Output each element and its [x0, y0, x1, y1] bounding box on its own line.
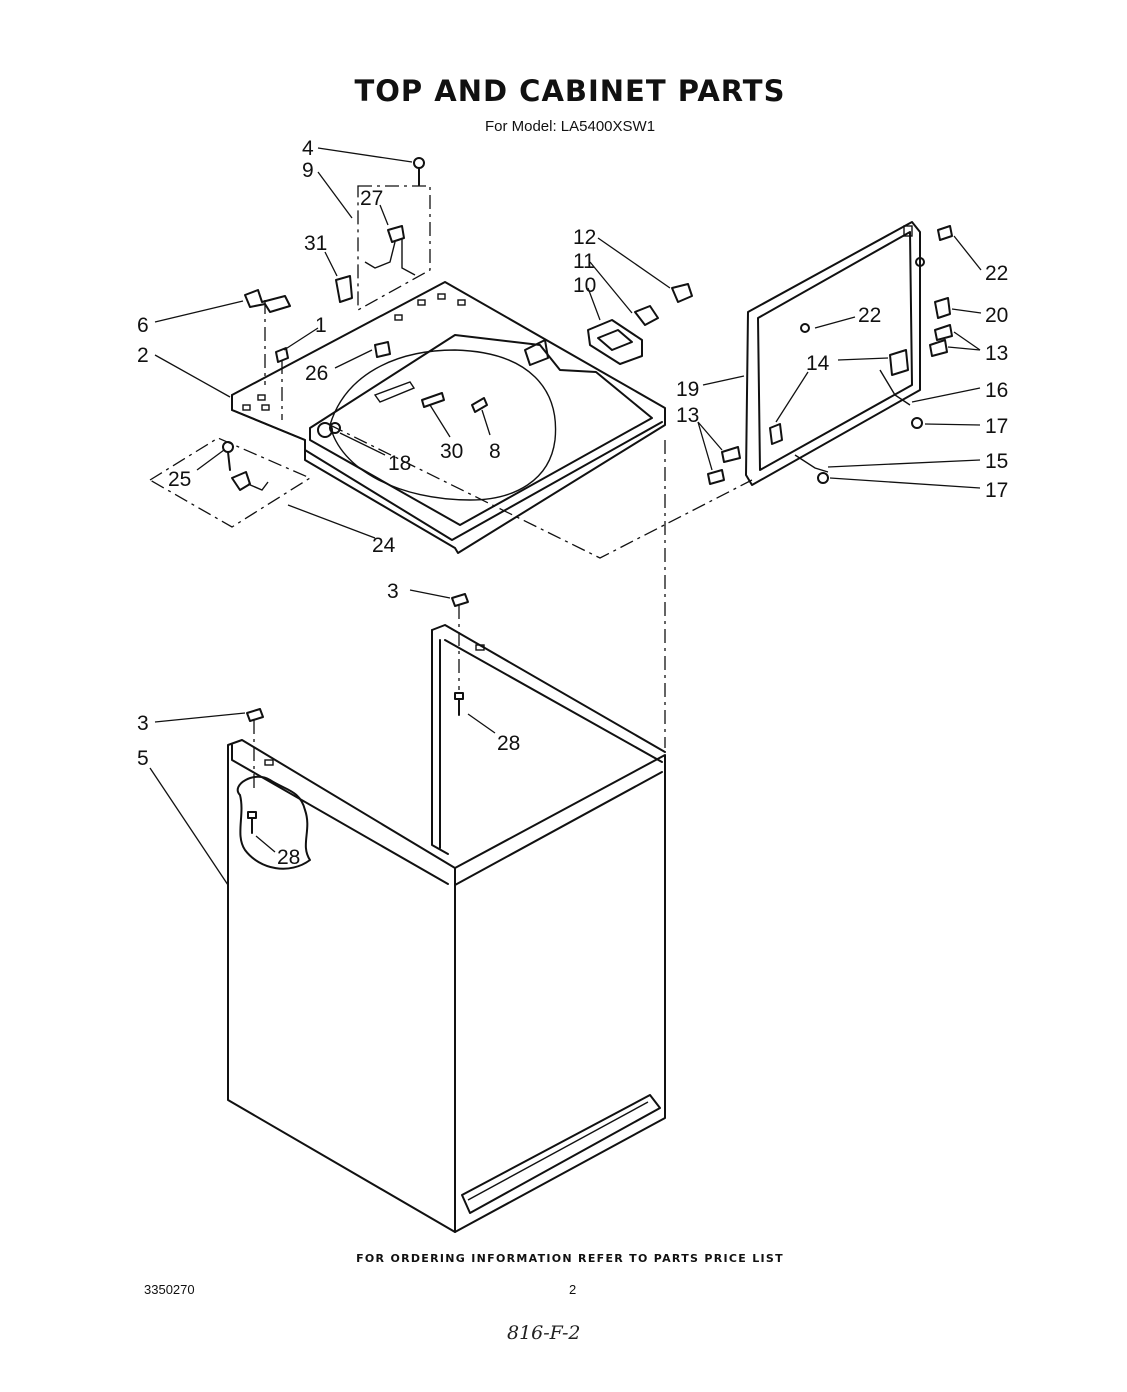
callout-1: 1 — [315, 314, 327, 337]
callout-11: 11 — [573, 250, 595, 273]
page-title: TOP AND CABINET PARTS — [354, 74, 786, 108]
wire-harness — [364, 225, 416, 276]
grommet-26 — [374, 341, 391, 358]
callout-31: 31 — [304, 232, 327, 255]
page-number: 2 — [569, 1282, 577, 1297]
callout-22-mid: 22 — [858, 304, 881, 327]
callout-19: 19 — [676, 378, 699, 401]
callout-16: 16 — [985, 379, 1008, 402]
clip-1 — [275, 347, 289, 363]
callout-12: 12 — [573, 226, 596, 249]
callout-14: 14 — [806, 352, 830, 375]
lid — [745, 221, 925, 486]
callout-27: 27 — [360, 187, 383, 210]
callout-30: 30 — [440, 440, 463, 463]
screw-4 — [413, 157, 425, 186]
callout-28-upper: 28 — [497, 732, 520, 755]
callout-3-upper: 3 — [387, 580, 399, 603]
callout-8: 8 — [489, 440, 501, 463]
callout-2: 2 — [137, 344, 149, 367]
callout-13-left: 13 — [676, 404, 699, 427]
lid-switch-25 — [222, 441, 269, 491]
screw-8 — [471, 397, 488, 413]
leader-lines — [149, 147, 982, 886]
cabinet-fasteners — [246, 593, 469, 834]
callout-25: 25 — [168, 468, 191, 491]
callout-20: 20 — [985, 304, 1008, 327]
bleach-cap-30 — [421, 392, 445, 408]
callout-6: 6 — [137, 314, 149, 337]
top-panel — [231, 281, 666, 554]
callout-5: 5 — [137, 747, 149, 770]
document-number: 3350270 — [144, 1282, 195, 1297]
lid-small-parts — [707, 225, 953, 485]
harness-dashed-box — [357, 185, 431, 312]
callout-17-bottom: 17 — [985, 479, 1008, 502]
callouts: 4 9 27 31 6 1 2 26 30 8 18 25 24 12 11 1… — [137, 137, 1008, 869]
callout-22-top: 22 — [985, 262, 1008, 285]
callout-28-lower: 28 — [277, 846, 300, 869]
connector-31 — [335, 275, 353, 303]
callout-4: 4 — [302, 137, 314, 160]
lid-switch-dashed-box — [148, 437, 312, 528]
handwritten-note: 816-F-2 — [507, 1322, 581, 1344]
bracket-6 — [244, 289, 291, 313]
callout-24: 24 — [372, 534, 396, 557]
callout-17-top: 17 — [985, 415, 1008, 438]
callout-18: 18 — [388, 452, 411, 475]
callout-9: 9 — [302, 159, 314, 182]
cabinet — [227, 624, 666, 1233]
callout-10: 10 — [573, 274, 596, 297]
callout-15: 15 — [985, 450, 1008, 473]
callout-3-lower: 3 — [137, 712, 149, 735]
hinge-assembly — [587, 283, 693, 365]
callout-26: 26 — [305, 362, 328, 385]
callout-13-right: 13 — [985, 342, 1008, 365]
lid-hinge-centerline — [329, 424, 753, 559]
ordering-note: FOR ORDERING INFORMATION REFER TO PARTS … — [356, 1252, 784, 1265]
model-line: For Model: LA5400XSW1 — [484, 118, 656, 135]
